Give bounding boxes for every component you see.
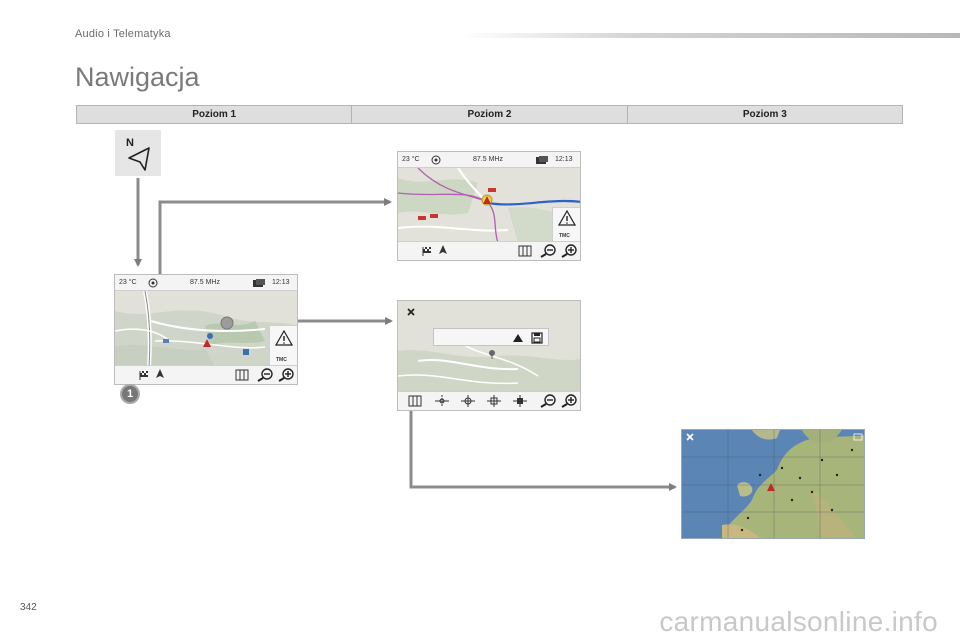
route-line [487, 199, 580, 206]
media-icon [536, 156, 548, 164]
zoom-in-icon[interactable] [561, 244, 577, 258]
tmc-label: TMC [276, 357, 287, 363]
section-header: Audio i Telematyka [75, 28, 171, 40]
north-arrow-icon[interactable] [438, 244, 448, 258]
vehicle-position-icon [203, 339, 211, 347]
europe-map-drawing [682, 430, 864, 538]
world-view-icon[interactable] [512, 394, 528, 408]
level-1-header: Poziom 1 [77, 106, 353, 123]
close-icon[interactable] [406, 307, 416, 317]
tmc-label: TMC [559, 233, 570, 239]
zoom-in-icon[interactable] [561, 394, 577, 408]
page-title: Nawigacja [75, 62, 200, 92]
traffic-panel[interactable]: TMC [552, 207, 580, 241]
map-settings-icon[interactable] [235, 369, 249, 381]
map-cursor [220, 316, 234, 330]
zoom-in-icon[interactable] [278, 368, 294, 382]
destination-flag-icon[interactable] [139, 370, 149, 380]
header-rule [460, 33, 960, 38]
radio-source-icon [431, 155, 441, 165]
clock-display: 12:13 [555, 156, 573, 163]
clock-display: 12:13 [272, 279, 290, 286]
vehicle-position-icon [767, 483, 775, 491]
compass-box: N [115, 130, 161, 176]
move-map-icon[interactable] [434, 394, 450, 408]
temperature-display: 23 °C [402, 156, 420, 163]
radio-frequency: 87.5 MHz [473, 156, 503, 163]
navigation-arrow-icon [128, 147, 150, 171]
radio-source-icon [148, 278, 158, 288]
centre-on-car-icon[interactable] [460, 394, 476, 408]
bottom-toolbar [398, 391, 580, 410]
map-info-popup[interactable] [433, 328, 549, 346]
status-bar: 23 °C 87.5 MHz 12:13 [398, 152, 580, 168]
bottom-toolbar [398, 241, 580, 260]
navigate-icon[interactable] [512, 333, 524, 343]
level3-europe-map-screen[interactable] [681, 429, 865, 539]
zoom-out-icon[interactable] [540, 244, 556, 258]
warning-icon [275, 330, 293, 346]
level-header-bar: Poziom 1 Poziom 2 Poziom 3 [76, 105, 903, 124]
media-icon [253, 279, 265, 287]
map-view[interactable] [398, 301, 580, 391]
level-2-header: Poziom 2 [352, 106, 628, 123]
destination-flag-icon[interactable] [422, 246, 432, 256]
map-view[interactable] [115, 291, 297, 365]
vehicle-position-icon [483, 196, 491, 204]
level1-nav-screen: 23 °C 87.5 MHz 12:13 TMC [114, 274, 298, 385]
zoom-out-icon[interactable] [540, 394, 556, 408]
bottom-toolbar [115, 365, 297, 384]
watermark: carmanualsonline.info [659, 606, 938, 637]
map-settings-icon[interactable] [518, 245, 532, 257]
zoom-out-icon[interactable] [257, 368, 273, 382]
level2-map-screen: 23 °C 87.5 MHz 12:13 TMC [397, 151, 581, 261]
page-number: 342 [20, 602, 37, 613]
north-arrow-icon[interactable] [155, 368, 165, 382]
compass-letter: N [126, 137, 134, 149]
traffic-panel[interactable]: TMC [269, 325, 297, 365]
level-3-header: Poziom 3 [742, 109, 787, 120]
callout-badge: 1 [120, 384, 140, 404]
temperature-display: 23 °C [119, 279, 137, 286]
warning-icon [558, 210, 576, 226]
map-drawing [115, 291, 297, 365]
level2-map-menu-screen [397, 300, 581, 411]
arrow-to-level3-map [409, 410, 677, 491]
map-drawing [398, 301, 580, 391]
centre-on-destination-icon[interactable] [486, 394, 502, 408]
map-settings-icon[interactable] [408, 395, 422, 407]
radio-frequency: 87.5 MHz [190, 279, 220, 286]
status-bar: 23 °C 87.5 MHz 12:13 [115, 275, 297, 291]
save-icon[interactable] [531, 332, 543, 344]
